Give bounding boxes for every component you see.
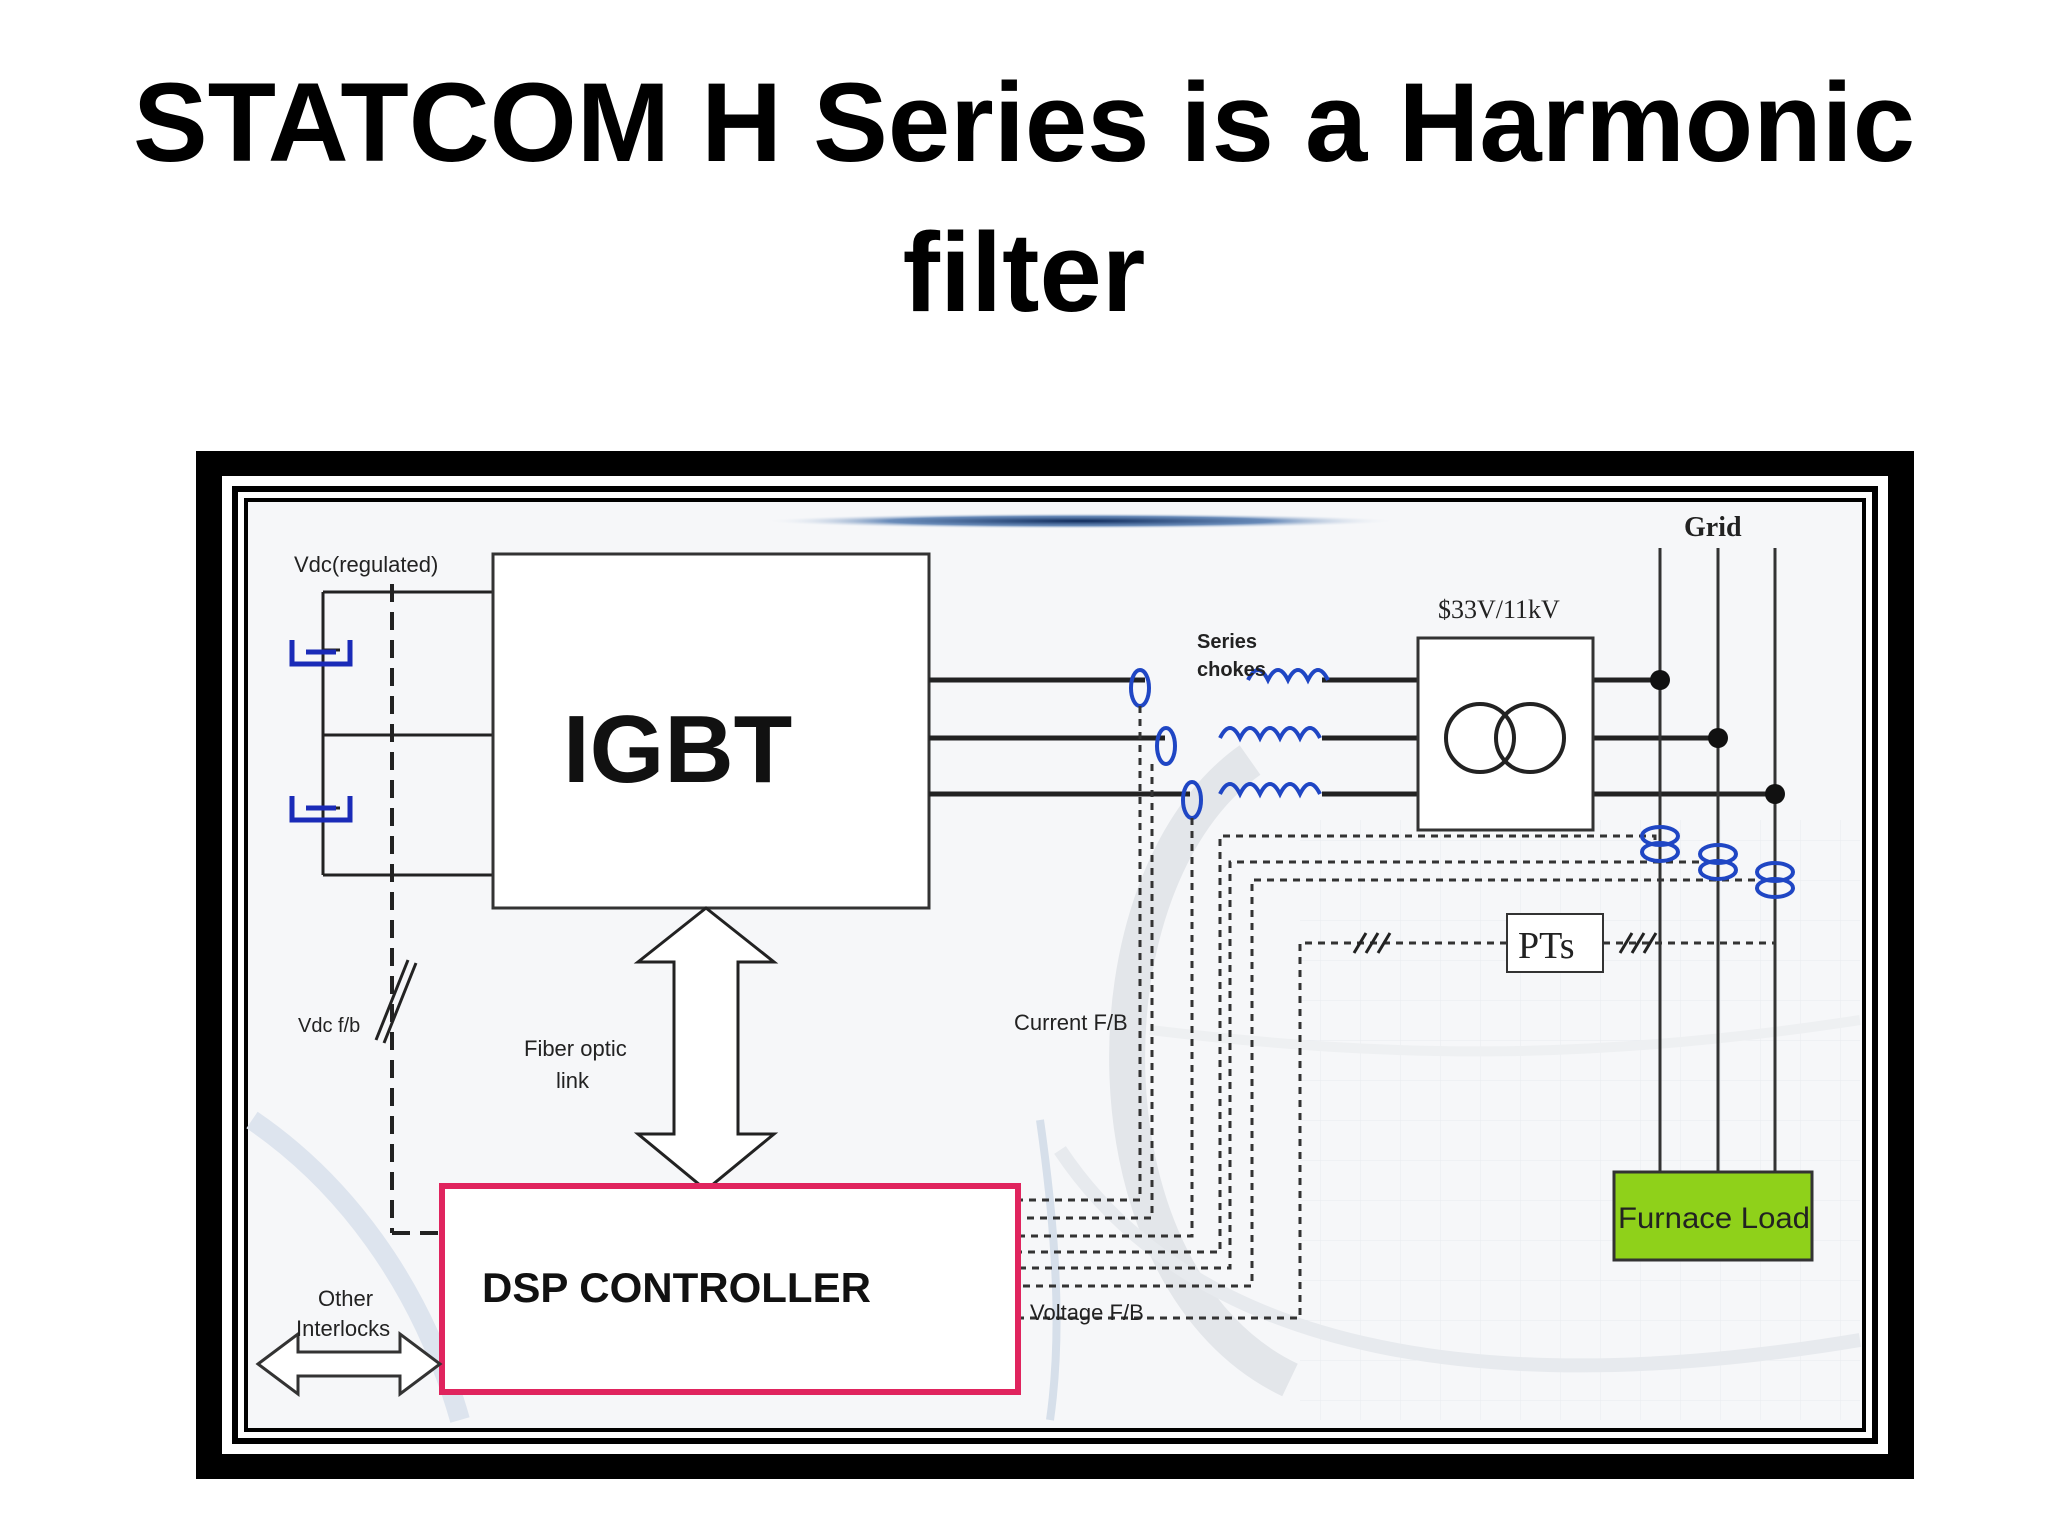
other-interlocks-arrow xyxy=(255,1331,443,1397)
series-chokes xyxy=(1218,668,1330,799)
furnace-load-block: Furnace Load xyxy=(1612,1170,1814,1262)
transformer xyxy=(1416,636,1595,832)
capacitor-icon xyxy=(289,796,353,823)
voltage-feedback-lines xyxy=(1020,941,1775,1320)
slide-title: STATCOM H Series is a Harmonic filter xyxy=(0,48,2048,348)
dc-link: Vdc(regulated) xyxy=(289,552,493,1235)
other-interlocks-label-2: Interlocks xyxy=(296,1316,390,1341)
vdc-feedback-label: Vdc f/b xyxy=(298,1015,360,1037)
pts-block: PTs xyxy=(1506,913,1604,973)
fiber-optic-label-2: link xyxy=(556,1068,590,1093)
fiber-optic-label-1: Fiber optic xyxy=(524,1036,627,1061)
pt-phase-marks xyxy=(1352,932,1658,954)
grid-current-transformer-icons xyxy=(1640,825,1795,899)
vdc-regulated-label: Vdc(regulated) xyxy=(294,552,438,577)
series-chokes-label-2: chokes xyxy=(1197,659,1266,681)
igbt-block: IGBT xyxy=(491,552,931,910)
ac-phase-lines xyxy=(929,677,1775,797)
pts-label: PTs xyxy=(1518,925,1574,967)
capacitor-icon xyxy=(289,640,353,667)
dsp-controller-label: DSP CONTROLLER xyxy=(482,1264,871,1311)
slide-title-line-2: filter xyxy=(902,210,1146,335)
top-gradient-bar xyxy=(760,513,1400,529)
voltage-feedback-label: Voltage F/B xyxy=(1030,1300,1144,1325)
series-chokes-label-1: Series xyxy=(1197,631,1257,653)
current-feedback-lines xyxy=(1020,706,1768,1288)
furnace-load-label: Furnace Load xyxy=(1618,1202,1810,1235)
transformer-rating-label: $33V/11kV xyxy=(1438,595,1560,624)
igbt-label: IGBT xyxy=(563,696,792,803)
slide-title-line-1: STATCOM H Series is a Harmonic xyxy=(132,60,1916,185)
grid-label: Grid xyxy=(1684,512,1742,543)
dsp-controller-block: DSP CONTROLLER xyxy=(439,1183,1021,1395)
current-feedback-label: Current F/B xyxy=(1014,1010,1128,1035)
other-interlocks-label-1: Other xyxy=(318,1286,373,1311)
transformer-icon xyxy=(1444,702,1516,774)
